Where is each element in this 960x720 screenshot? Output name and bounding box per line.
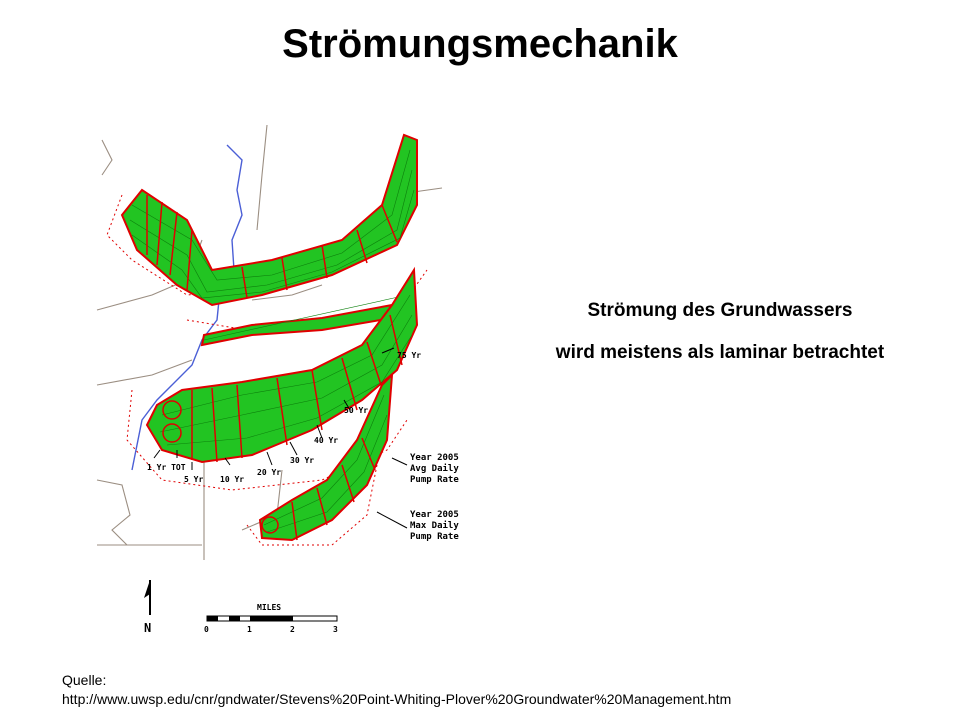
svg-text:MILES: MILES bbox=[257, 603, 281, 612]
svg-text:Pump Rate: Pump Rate bbox=[410, 532, 459, 542]
label-20yr: 20 Yr bbox=[257, 468, 281, 477]
svg-text:0: 0 bbox=[204, 625, 209, 634]
source-url[interactable]: http://www.uwsp.edu/cnr/gndwater/Stevens… bbox=[62, 691, 732, 707]
svg-text:Avg Daily: Avg Daily bbox=[410, 463, 459, 474]
label-5yr: 5 Yr bbox=[184, 475, 203, 484]
label-arrows bbox=[153, 347, 408, 529]
svg-text:1: 1 bbox=[247, 625, 252, 634]
label-30yr: 30 Yr bbox=[290, 456, 314, 465]
svg-text:3: 3 bbox=[333, 625, 338, 634]
svg-text:N: N bbox=[144, 621, 151, 635]
svg-text:Max Daily: Max Daily bbox=[410, 520, 459, 531]
scale-bar: MILES 0 1 2 3 bbox=[204, 603, 338, 634]
capture-zone-3 bbox=[145, 266, 419, 464]
avg-rate-label: Year 2005 Avg Daily Pump Rate bbox=[410, 453, 459, 485]
river bbox=[131, 144, 243, 471]
svg-text:Year 2005: Year 2005 bbox=[410, 510, 459, 520]
caption-line-2: wird meistens als laminar betrachtet bbox=[555, 342, 885, 363]
svg-text:Year 2005: Year 2005 bbox=[410, 453, 459, 463]
label-50yr: 50 Yr bbox=[344, 406, 368, 415]
road-lines bbox=[96, 124, 443, 560]
capture-zone-1 bbox=[120, 133, 418, 307]
svg-text:2: 2 bbox=[290, 625, 295, 634]
label-1yr-tot: 1 Yr TOT bbox=[147, 463, 186, 472]
north-arrow-icon: N bbox=[144, 580, 151, 635]
capture-zone-map: 1 Yr TOT 5 Yr 10 Yr 20 Yr 30 Yr 40 Yr 50… bbox=[96, 124, 459, 635]
label-75yr: 75 Yr bbox=[397, 351, 421, 360]
caption-line-1: Strömung des Grundwassers bbox=[587, 300, 853, 321]
svg-text:Pump Rate: Pump Rate bbox=[410, 475, 459, 485]
max-rate-label: Year 2005 Max Daily Pump Rate bbox=[410, 510, 459, 542]
label-40yr: 40 Yr bbox=[314, 436, 338, 445]
source-label: Quelle: bbox=[62, 672, 107, 688]
label-10yr: 10 Yr bbox=[220, 475, 244, 484]
slide-title: Strömungsmechanik bbox=[282, 22, 678, 66]
capture-zone-4 bbox=[258, 372, 394, 542]
